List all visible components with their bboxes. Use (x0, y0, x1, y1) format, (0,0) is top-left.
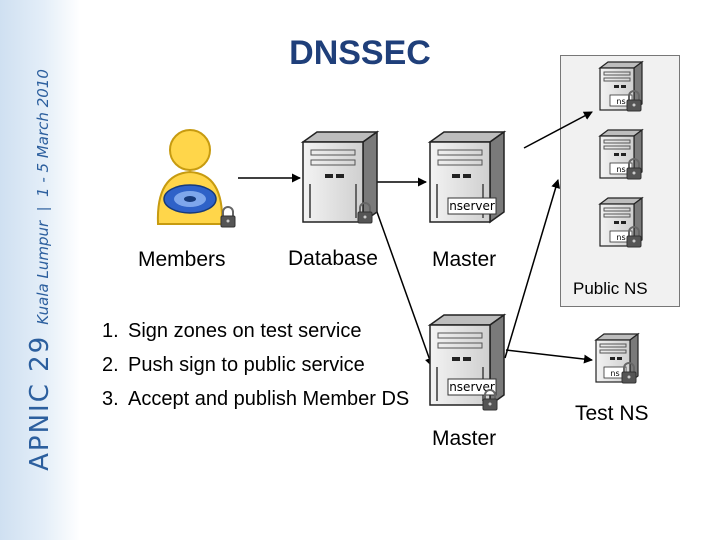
step-text: Accept and publish Member DS (128, 388, 410, 410)
public-ns-server-1-icon: ns (599, 61, 643, 112)
members-label: Members (138, 248, 226, 271)
master-bottom-server-badge: nserver (449, 380, 495, 394)
sidebar-banner: APNIC 29 Kuala Lumpur | 1 - 5 March 2010 (0, 0, 80, 540)
test-ns-badge: ns (610, 369, 619, 378)
step-number: 3. (102, 388, 119, 410)
arrow-master-bottom-to-test-ns (505, 349, 593, 364)
arrow-master-to-public-ns (523, 111, 593, 149)
test-ns-server-icon: ns (595, 333, 639, 384)
slide-title: DNSSEC (289, 34, 431, 72)
step-item: 2. Push sign to public service (102, 352, 409, 378)
database-label: Database (288, 247, 378, 270)
public-ns-1-badge: ns (616, 97, 625, 106)
steps-list: 1. Sign zones on test service 2. Push si… (102, 318, 409, 420)
master-server-badge: nserver (449, 199, 495, 213)
public-ns-label: Public NS (573, 279, 648, 298)
master-bottom-label: Master (432, 427, 497, 450)
test-ns-label: Test NS (575, 402, 649, 425)
step-text: Push sign to public service (128, 354, 365, 376)
step-number: 2. (102, 354, 119, 376)
master-bottom-server-icon: nserver (429, 314, 505, 411)
database-server-icon (302, 131, 378, 224)
public-ns-server-3-icon: ns (599, 197, 643, 248)
arrow-database-to-master-bottom (371, 197, 434, 367)
members-user-icon (156, 129, 236, 228)
master-top-label: Master (432, 248, 497, 271)
master-server-icon: nserver (429, 131, 505, 223)
step-item: 3. Accept and publish Member DS (102, 386, 409, 412)
step-text: Sign zones on test service (128, 320, 362, 342)
step-item: 1. Sign zones on test service (102, 318, 409, 344)
step-number: 1. (102, 320, 119, 342)
public-ns-3-badge: ns (616, 233, 625, 242)
public-ns-server-2-icon: ns (599, 129, 643, 180)
arrow-master-bottom-to-public-ns (504, 179, 561, 359)
public-ns-2-badge: ns (616, 165, 625, 174)
